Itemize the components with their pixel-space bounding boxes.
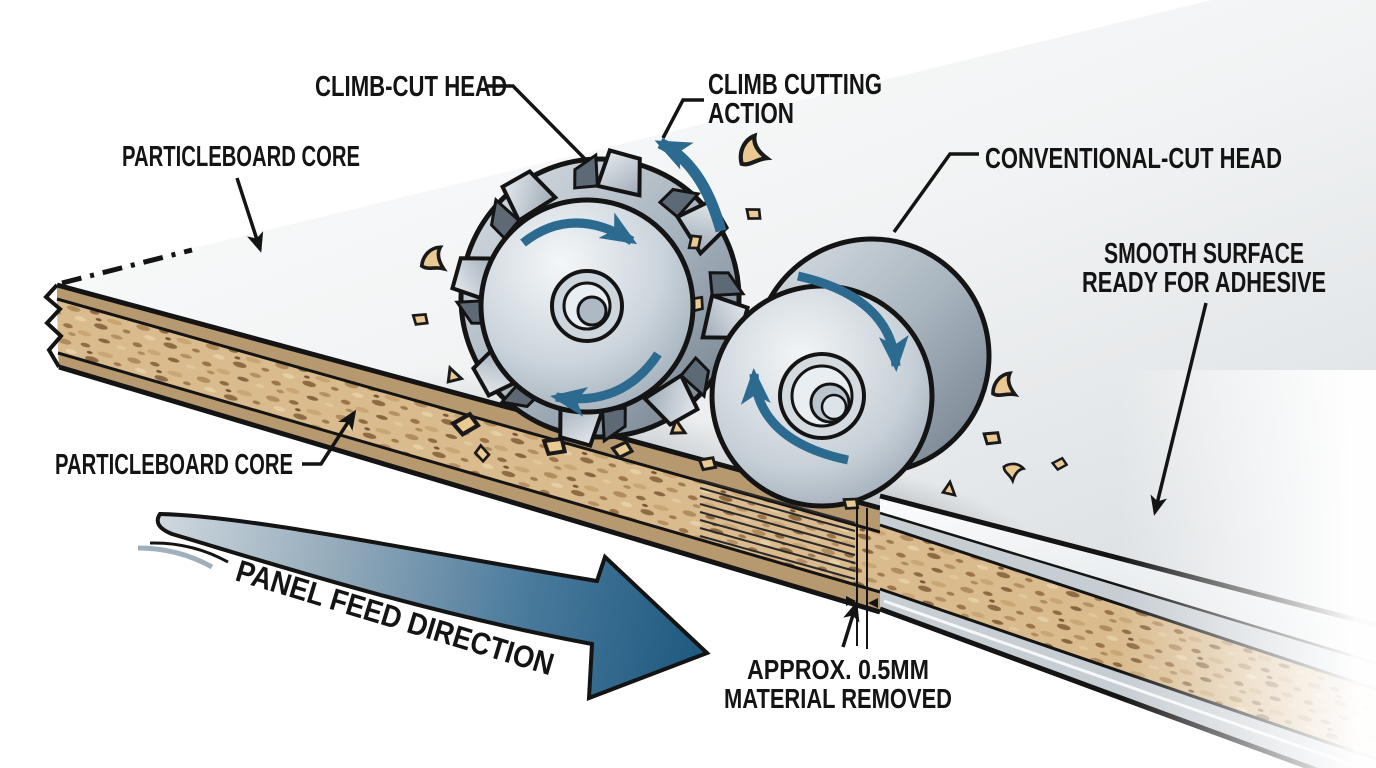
particleboard-core-top-label: PARTICLEBOARD CORE: [122, 141, 360, 173]
fade-overlay: [1100, 370, 1376, 768]
arrow-particleboard-lower: [302, 409, 357, 466]
leader-lines: [235, 84, 1208, 648]
arrow-material-removed: [841, 601, 860, 648]
leader-climb-cutting-action: [661, 98, 704, 139]
climb-cutting-action-label-line1: CLIMB CUTTING: [708, 69, 882, 101]
climb-cut-head: [450, 148, 750, 448]
smooth-surface-label-line1: SMOOTH SURFACE: [1104, 238, 1304, 270]
feed-arrow-icon: [155, 511, 711, 701]
panel-break-zigzag: [43, 283, 64, 369]
panel-edge-rough: [43, 282, 881, 615]
rotation-arrow-icon: [550, 351, 662, 417]
rotation-arrow-icon: [797, 271, 909, 372]
conventional-cut-head: [709, 236, 992, 513]
material-removed-label-line1: APPROX. 0.5MM: [747, 654, 929, 685]
arrow-smooth-surface: [1150, 302, 1208, 516]
rotation-arrow-icon: [520, 212, 638, 247]
saw-mark-hatching: [699, 479, 856, 580]
climb-action-arrow-icon: [654, 138, 727, 233]
leader-conventional-cut-head: [892, 152, 979, 234]
cutter-teeth: [450, 148, 750, 448]
particleboard-core-lower-label: PARTICLEBOARD CORE: [55, 449, 293, 481]
leader-climb-cut-head: [487, 84, 588, 162]
climb-cutting-action-label-line2: ACTION: [708, 98, 794, 130]
smooth-surface-label-line2: READY FOR ADHESIVE: [1082, 267, 1326, 299]
spindle-shaft: [576, 295, 608, 327]
conventional-cut-head-label: CONVENTIONAL-CUT HEAD: [985, 143, 1282, 175]
rotation-arrow-icon: [740, 368, 849, 465]
labels: PARTICLEBOARD CORE CLIMB-CUT HEAD CLIMB …: [55, 69, 1326, 714]
arrow-particleboard-top: [235, 177, 264, 253]
material-removed-label-line2: MATERIAL REMOVED: [724, 683, 952, 714]
climb-cut-head-label: CLIMB-CUT HEAD: [315, 71, 507, 103]
